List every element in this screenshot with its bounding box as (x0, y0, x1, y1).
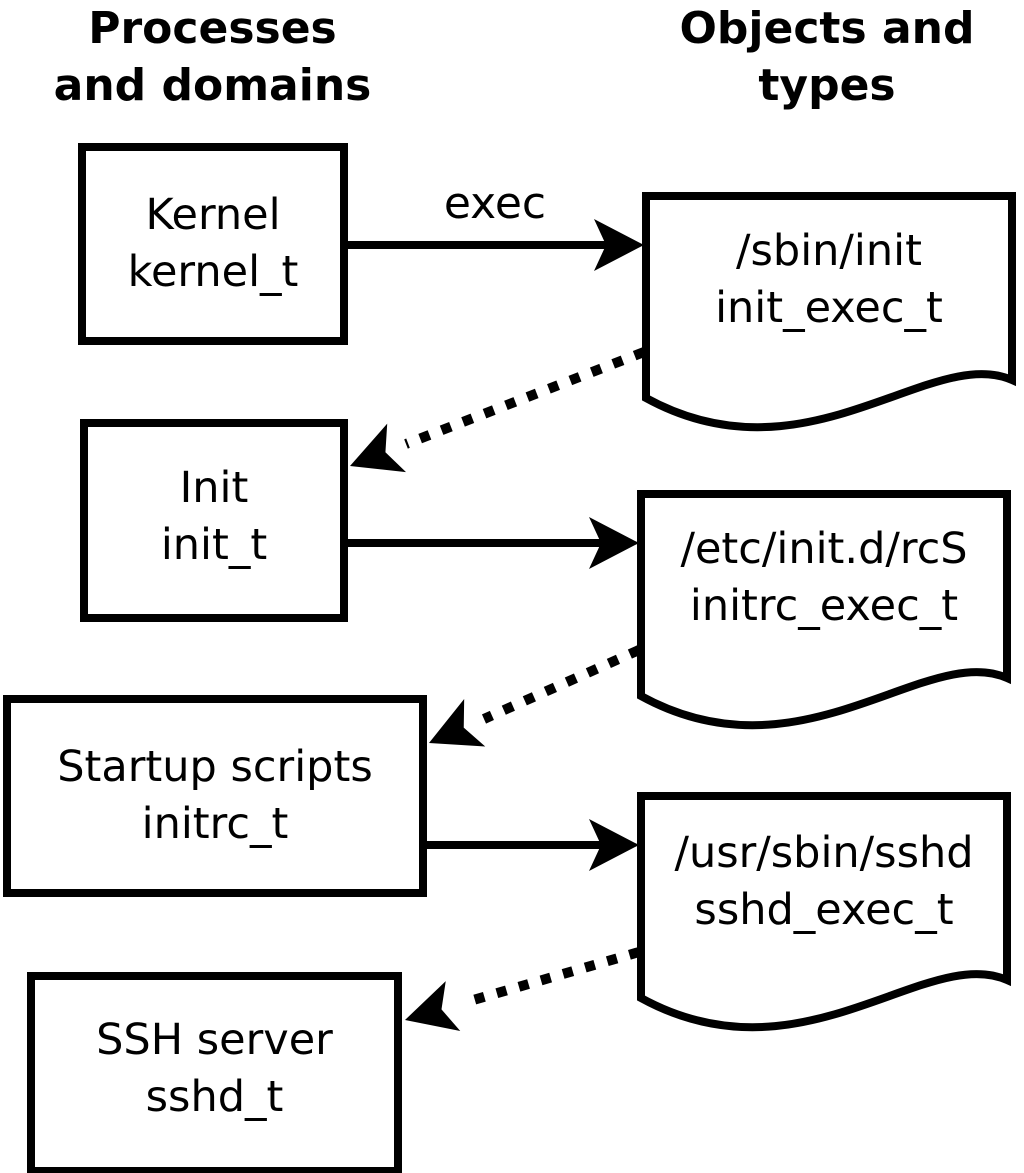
heading-line: types (758, 60, 896, 111)
process-domain: kernel_t (127, 247, 299, 297)
object-type: sshd_exec_t (694, 885, 954, 935)
exec-arrow-kernel-to-sbin-init (340, 219, 644, 271)
process-domain: sshd_t (145, 1072, 284, 1122)
process-name: Init (179, 463, 249, 513)
arrowhead-icon (340, 423, 407, 491)
process-name: SSH server (96, 1015, 333, 1065)
exec-arrow-startup-to-sshd (420, 819, 639, 871)
heading-line: and domains (53, 60, 372, 111)
object-type: initrc_exec_t (689, 581, 959, 631)
object-path: /etc/init.d/rcS (680, 524, 968, 574)
column-heading-processes: Processes and domains (15, 0, 410, 114)
process-name: Kernel (145, 190, 281, 240)
arrowhead-icon (397, 981, 461, 1045)
process-box-startup-scripts (3, 695, 427, 897)
object-path: /usr/sbin/sshd (674, 828, 974, 878)
startup-scripts-box-label: Startup scripts initrc_t (3, 739, 427, 853)
transition-arrow-sshd-to-ssh-server (397, 947, 641, 1045)
process-box-ssh-server (27, 972, 402, 1173)
transition-arrow-sbin-init-to-init (340, 347, 646, 491)
column-heading-objects: Objects and types (632, 0, 1022, 114)
transition-arrow-rcs-to-startup (418, 645, 642, 767)
sbin-init-doc-label: /sbin/init init_exec_t (642, 223, 1016, 337)
process-name: Startup scripts (57, 742, 373, 792)
process-domain: init_t (160, 520, 268, 570)
heading-line: Objects and (679, 3, 975, 54)
sshd-doc-label: /usr/sbin/sshd sshd_exec_t (637, 825, 1011, 939)
kernel-box-label: Kernel kernel_t (78, 187, 348, 301)
exec-arrow-init-to-rcs (340, 517, 639, 569)
ssh-server-box-label: SSH server sshd_t (27, 1012, 402, 1126)
process-box-init (80, 419, 348, 622)
arrowhead-icon (418, 698, 486, 767)
exec-edge-label: exec (443, 178, 547, 229)
object-type: init_exec_t (715, 283, 943, 333)
object-path: /sbin/init (736, 226, 922, 276)
process-box-kernel (78, 143, 348, 345)
heading-line: Processes (88, 3, 337, 54)
init-box-label: Init init_t (80, 460, 348, 574)
process-domain: initrc_t (141, 799, 289, 849)
rcs-doc-label: /etc/init.d/rcS initrc_exec_t (637, 521, 1011, 635)
